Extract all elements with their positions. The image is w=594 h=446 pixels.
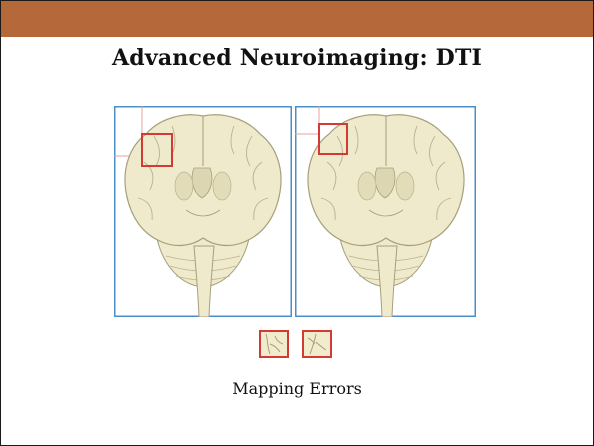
brain-panel-left [114, 106, 292, 317]
region-crop-right-icon [304, 332, 330, 356]
region-crop-left-icon [261, 332, 287, 356]
figure-caption: Mapping Errors [232, 379, 362, 398]
region-crop-right-thumbnail [302, 330, 332, 358]
slide-title: Advanced Neuroimaging: DTI [111, 45, 482, 71]
brain-slice-right-icon [295, 106, 476, 317]
brain-panel-right [295, 106, 476, 317]
brain-slice-left-icon [114, 106, 292, 317]
header-bar [1, 1, 593, 37]
region-crop-left-thumbnail [259, 330, 289, 358]
